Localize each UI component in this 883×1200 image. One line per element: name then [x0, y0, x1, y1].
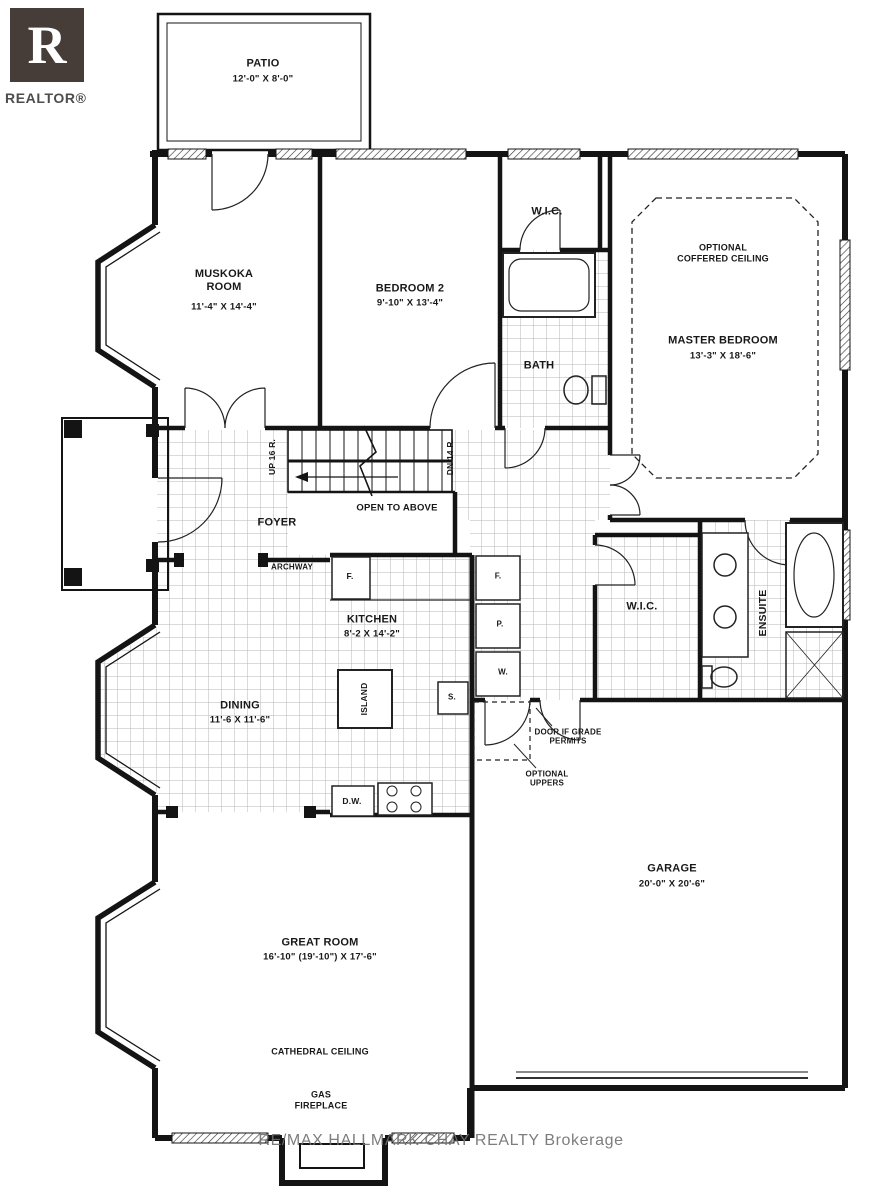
- washer-label: W.: [498, 667, 508, 677]
- garage-dims: 20'-0" X 20'-6": [638, 878, 706, 890]
- dining-label: DINING: [220, 699, 260, 712]
- open-to-above-label: OPEN TO ABOVE: [356, 502, 438, 514]
- sink-label: S.: [448, 692, 456, 702]
- muskoka-room-dims: 11'-4" X 14'-4": [191, 301, 257, 313]
- muskoka-room-label: MUSKOKA ROOM: [194, 268, 254, 293]
- patio-label: PATIO: [246, 57, 280, 70]
- master-bedroom-dims: 13'-3" X 18'-6": [689, 350, 757, 362]
- bay-windows: [95, 222, 161, 1071]
- garage-label: GARAGE: [647, 862, 697, 875]
- realtor-wordmark: REALTOR®: [5, 90, 87, 106]
- windows: [167, 148, 851, 1144]
- bedroom2-dims: 9'-10" X 13'-4": [376, 297, 444, 309]
- staircase: [287, 425, 455, 555]
- bedroom2-label: BEDROOM 2: [375, 282, 445, 295]
- front-porch: [61, 417, 169, 591]
- patio-dims: 12'-0" X 8'-0": [232, 73, 294, 85]
- stairs-up-label: UP 16 R.: [266, 439, 277, 475]
- kitchen-dims: 8'-2 X 14'-2": [344, 628, 400, 640]
- cathedral-ceiling-note: CATHEDRAL CEILING: [271, 1046, 369, 1057]
- furnace-label: F.: [494, 571, 502, 581]
- bath-label: BATH: [523, 359, 555, 372]
- great-room-dims: 16'-10" (19'-10") X 17'-6": [263, 951, 377, 963]
- wic-mid-label: W.I.C.: [626, 600, 658, 613]
- master-bedroom-label: MASTER BEDROOM: [668, 334, 778, 347]
- wic-top-label: W.I.C.: [531, 205, 563, 218]
- stairs-dn-label: DN 14 R.: [444, 438, 455, 476]
- fridge-label: F.: [346, 570, 354, 581]
- coffered-ceiling-note: OPTIONAL COFFERED CEILING: [677, 242, 769, 263]
- brokerage-watermark: RE/MAX HALLMARK CHAY REALTY Brokerage: [258, 1132, 624, 1149]
- optional-uppers-note: OPTIONAL UPPERS: [525, 769, 569, 788]
- island-label: ISLAND: [358, 682, 369, 716]
- realtor-logo-letter: R: [27, 15, 67, 75]
- ensuite-label: ENSUITE: [756, 589, 769, 637]
- great-room-label: GREAT ROOM: [281, 936, 359, 949]
- dining-dims: 11'-6 X 11'-6": [209, 714, 271, 726]
- fixtures: [330, 252, 844, 817]
- realtor-logo: R: [10, 8, 84, 82]
- pantry-label: P.: [496, 619, 504, 629]
- patio-outline: [156, 12, 372, 152]
- archway-label: ARCHWAY: [271, 562, 313, 572]
- gas-fireplace-label: GAS FIREPLACE: [294, 1089, 348, 1110]
- kitchen-label: KITCHEN: [346, 613, 398, 626]
- dishwasher-label: D.W.: [342, 795, 362, 806]
- door-swings: [157, 153, 791, 746]
- door-grade-note: DOOR IF GRADE PERMITS: [534, 727, 602, 746]
- dashed-annotations: [473, 197, 819, 769]
- foyer-label: FOYER: [257, 516, 297, 529]
